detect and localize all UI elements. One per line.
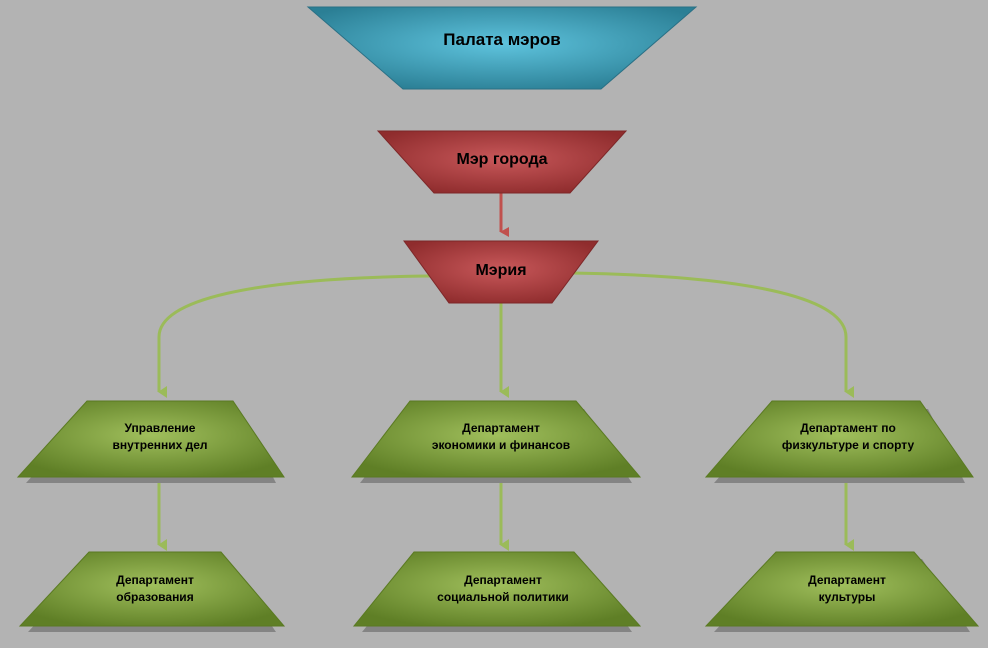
education-shape (18, 551, 286, 632)
mayor-shape (376, 130, 628, 194)
connector-city-hall-to-sport (571, 271, 854, 398)
sport-shape (704, 400, 974, 483)
city-hall-shape (403, 240, 599, 304)
social-policy-shape (352, 551, 642, 632)
internal-affairs-shape (16, 400, 285, 483)
culture-shape (704, 551, 980, 632)
economy-finance-shape (350, 400, 642, 483)
council-shape (306, 6, 698, 90)
connector-city-hall-to-internal-affairs (157, 274, 431, 398)
